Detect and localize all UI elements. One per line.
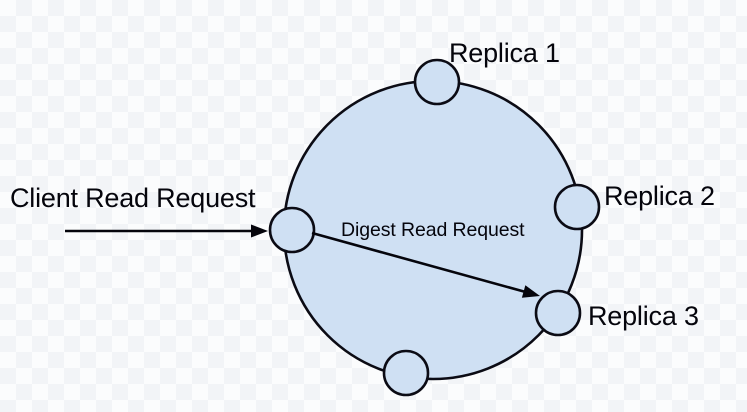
arrow-digest-read-request bbox=[311, 231, 540, 298]
arrow-client-read-request bbox=[65, 224, 268, 238]
node-circle-replica-3[interactable] bbox=[534, 289, 582, 337]
node-circle-replica-2[interactable] bbox=[553, 183, 601, 231]
node-circle-node-bottom[interactable] bbox=[382, 349, 430, 397]
node-label-replica-2: Replica 2 bbox=[604, 181, 715, 211]
arrow-label-digest-read-request: Digest Read Request bbox=[341, 219, 525, 241]
arrow-head-digest-read-request bbox=[521, 285, 540, 298]
arrow-label-client-read-request: Client Read Request bbox=[10, 183, 256, 213]
node-circle-coordinator[interactable] bbox=[268, 206, 316, 254]
node-circle-replica-1[interactable] bbox=[413, 58, 461, 106]
arrow-head-client-read-request bbox=[251, 224, 268, 238]
node-label-replica-1: Replica 1 bbox=[449, 38, 560, 68]
arrow-layer bbox=[65, 224, 540, 298]
node-label-replica-3: Replica 3 bbox=[588, 301, 699, 331]
arrow-line-digest-read-request bbox=[311, 231, 527, 294]
node-layer bbox=[268, 58, 601, 397]
